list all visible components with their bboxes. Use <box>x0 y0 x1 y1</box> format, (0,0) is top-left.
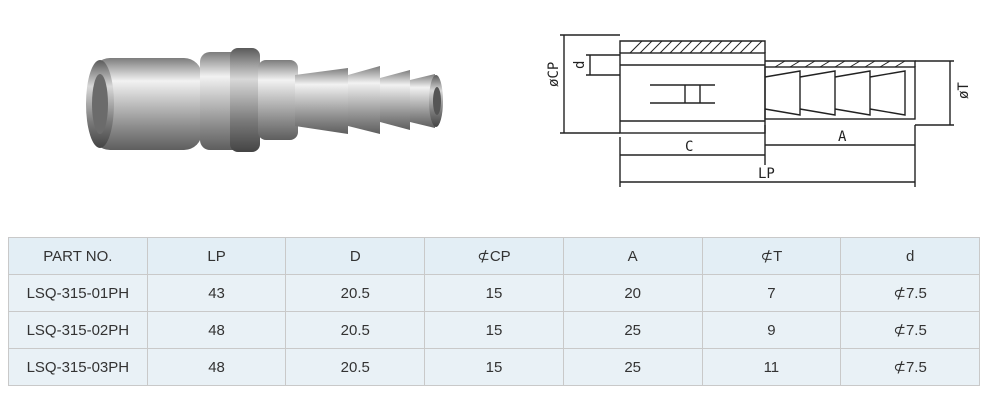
header-d: D <box>285 237 426 275</box>
header-inner-d: d <box>840 237 980 275</box>
table-row: LSQ-315-03PH 48 20.5 15 25 11 ⊄7.5 <box>8 348 980 386</box>
d-label: d <box>572 61 588 69</box>
cell-part-no: LSQ-315-02PH <box>8 311 148 349</box>
header-t: ⊄T <box>701 237 842 275</box>
cell-lp: 48 <box>146 348 287 386</box>
cell-d: 20.5 <box>285 274 426 312</box>
header-part-no: PART NO. <box>8 237 148 275</box>
cell-a: 25 <box>562 348 703 386</box>
cell-t: 9 <box>701 311 842 349</box>
cell-inner-d: ⊄7.5 <box>840 274 980 312</box>
cell-lp: 43 <box>146 274 287 312</box>
c-label: C <box>685 139 693 155</box>
cell-inner-d: ⊄7.5 <box>840 348 980 386</box>
cell-part-no: LSQ-315-01PH <box>8 274 148 312</box>
cell-inner-d: ⊄7.5 <box>840 311 980 349</box>
a-label: A <box>838 129 847 145</box>
table-row: LSQ-315-01PH 43 20.5 15 20 7 ⊄7.5 <box>8 274 980 312</box>
header-lp: LP <box>146 237 287 275</box>
dimension-drawing: øCP d øT C A LP <box>546 34 972 187</box>
cell-a: 25 <box>562 311 703 349</box>
header-cp: ⊄CP <box>424 237 564 275</box>
cell-cp: 15 <box>424 348 564 386</box>
cell-d: 20.5 <box>285 348 426 386</box>
table-header-row: PART NO. LP D ⊄CP A ⊄T d <box>8 237 980 275</box>
cell-t: 11 <box>701 348 842 386</box>
t-label: øT <box>956 82 972 99</box>
cell-d: 20.5 <box>285 311 426 349</box>
cell-part-no: LSQ-315-03PH <box>8 348 148 386</box>
spec-table: PART NO. LP D ⊄CP A ⊄T d LSQ-315-01PH 43… <box>8 237 980 386</box>
cell-lp: 48 <box>146 311 287 349</box>
cell-cp: 15 <box>424 274 564 312</box>
cp-label: øCP <box>546 62 562 87</box>
cell-a: 20 <box>562 274 703 312</box>
product-photo <box>86 48 443 152</box>
header-a: A <box>562 237 703 275</box>
lp-label: LP <box>758 166 775 182</box>
cell-cp: 15 <box>424 311 564 349</box>
cell-t: 7 <box>701 274 842 312</box>
table-row: LSQ-315-02PH 48 20.5 15 25 9 ⊄7.5 <box>8 311 980 349</box>
